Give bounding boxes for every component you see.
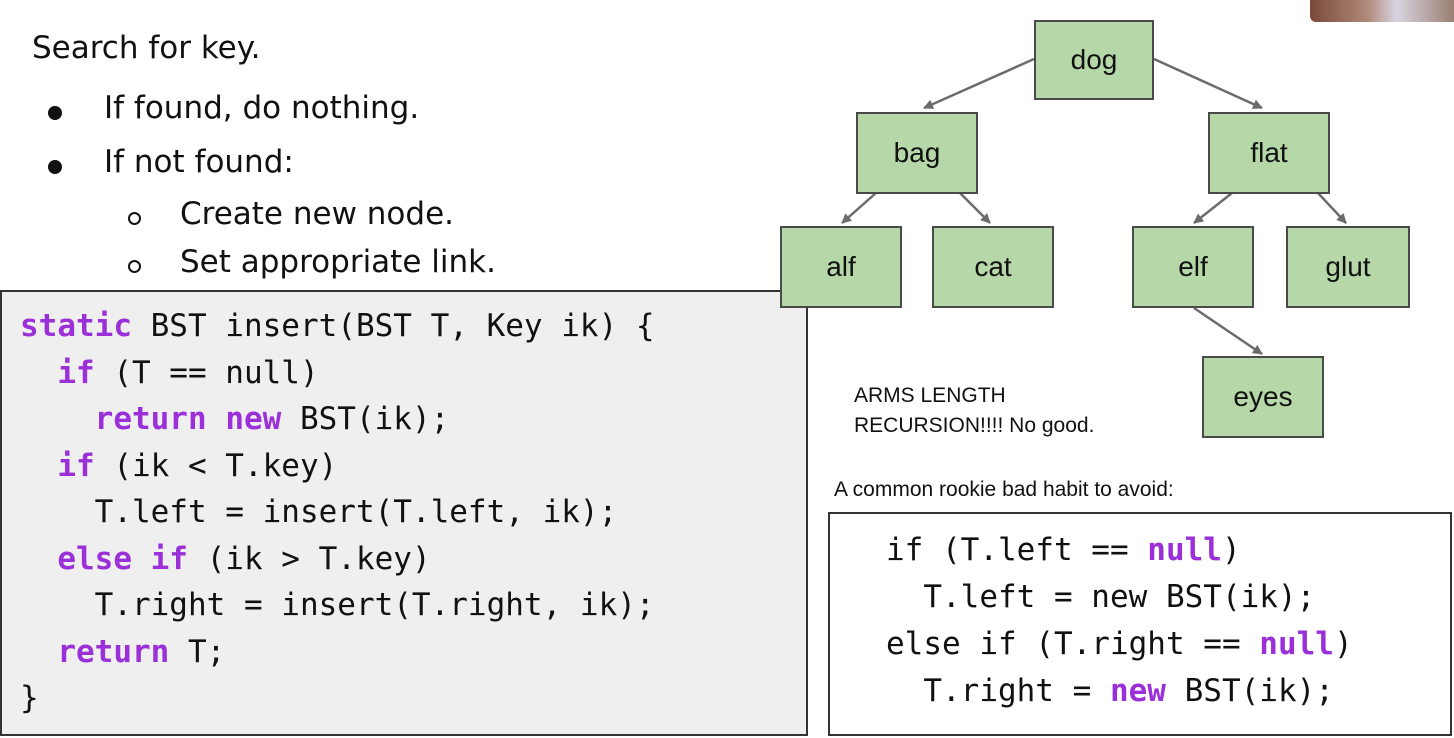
edge-elf-eyes <box>1193 306 1263 356</box>
sub-bullet-circle <box>128 260 141 273</box>
code-text: BST(ik); <box>1165 673 1334 709</box>
code-text: (T == null) <box>94 354 319 391</box>
code-keyword: if <box>57 354 95 391</box>
edge-bag-alf <box>841 192 877 224</box>
code-text: (ik > T.key) <box>187 540 431 577</box>
slide-heading: Search for key. <box>32 30 261 66</box>
code-line: T.left = new BST(ik); <box>886 579 1315 615</box>
code-line: return new BST(ik); <box>20 401 450 437</box>
code-keyword: null <box>1259 626 1334 662</box>
code-line: T.right = insert(T.right, ik); <box>20 587 655 623</box>
edge-flat-glut <box>1317 192 1347 224</box>
code-line: } <box>20 680 39 716</box>
code-line: if (T == null) <box>20 354 319 391</box>
annotation-line-1: ARMS LENGTH <box>854 384 1006 407</box>
bad-habit-code-block: if (T.left == null) T.left = new BST(ik)… <box>828 512 1452 736</box>
edge-dog-bag <box>923 57 1035 110</box>
code-line: if (ik < T.key) <box>20 448 337 484</box>
code-line: T.right = new BST(ik); <box>886 673 1334 709</box>
code-keyword: if <box>57 447 95 484</box>
bad-habit-caption: A common rookie bad habit to avoid: <box>834 478 1174 501</box>
bullet-dot <box>48 106 62 120</box>
bullet-not-found: If not found: <box>104 144 294 180</box>
annotation-line-2: RECURSION!!!! No good. <box>854 414 1095 437</box>
code-keyword: else if <box>57 540 188 577</box>
code-keyword: null <box>1147 532 1222 568</box>
code-text: BST(ik); <box>281 401 450 437</box>
code-text: ) <box>1333 626 1353 662</box>
code-text: (ik < T.key) <box>94 447 338 484</box>
code-text: T.right = <box>886 673 1110 709</box>
edge-flat-elf <box>1193 192 1233 224</box>
bullet-found: If found, do nothing. <box>104 90 420 126</box>
code-line: T.left = insert(T.left, ik); <box>20 494 618 530</box>
code-line: else if (T.right == null) <box>886 626 1353 662</box>
code-text: ) <box>1221 532 1241 568</box>
sub-bullet-circle <box>128 212 141 225</box>
tree-node-glut: glut <box>1286 226 1410 308</box>
code-keyword: return <box>57 633 170 670</box>
tree-node-elf: elf <box>1132 226 1254 308</box>
code-line: if (T.left == null) <box>886 532 1241 568</box>
code-line: return T; <box>20 634 225 670</box>
code-text: T.left = insert(T.left, ik); <box>20 494 618 530</box>
code-keyword: new <box>1109 673 1166 709</box>
insert-code-block: static BST insert(BST T, Key ik) { if (T… <box>0 290 808 736</box>
tree-node-cat: cat <box>932 226 1054 308</box>
tree-node-flat: flat <box>1208 112 1330 194</box>
webcam-thumbnail <box>1310 0 1454 22</box>
code-keyword: static <box>20 308 132 344</box>
code-line: else if (ik > T.key) <box>20 540 431 577</box>
tree-node-dog: dog <box>1034 20 1154 100</box>
code-keyword: new <box>225 401 282 437</box>
code-keyword: return <box>94 401 207 437</box>
code-text: T.left = new BST(ik); <box>886 579 1316 615</box>
tree-node-bag: bag <box>856 112 978 194</box>
sub-bullet-create: Create new node. <box>180 196 455 232</box>
code-text: T; <box>169 633 226 670</box>
bullet-dot <box>48 160 62 174</box>
code-text: T.right = insert(T.right, ik); <box>20 587 655 623</box>
tree-node-alf: alf <box>780 226 902 308</box>
code-text: if (T.left == <box>886 532 1148 568</box>
code-line: static BST insert(BST T, Key ik) { <box>20 308 655 344</box>
code-text: BST insert(BST T, Key ik) { <box>131 308 655 344</box>
edge-dog-flat <box>1153 57 1263 110</box>
edge-bag-cat <box>959 192 991 224</box>
code-text: } <box>20 680 39 716</box>
code-text: else if (T.right == <box>886 626 1260 662</box>
tree-node-eyes: eyes <box>1202 356 1324 438</box>
sub-bullet-link: Set appropriate link. <box>180 244 496 280</box>
